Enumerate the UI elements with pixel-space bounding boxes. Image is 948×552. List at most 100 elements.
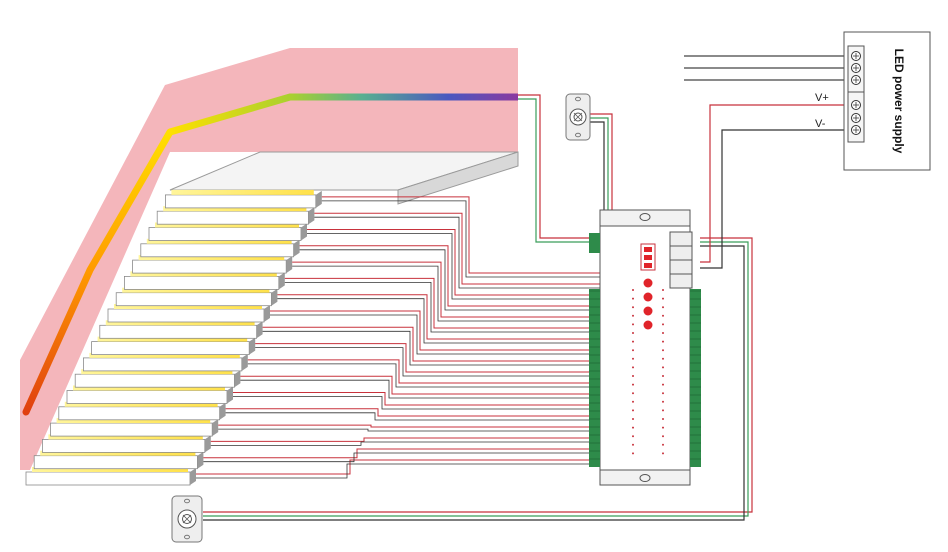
indicator-led: [662, 340, 664, 343]
stair-step-13: [124, 275, 280, 290]
indicator-led: [662, 306, 664, 309]
power-terminal-block: [669, 231, 693, 289]
indicator-led: [632, 452, 634, 455]
indicator-led: [662, 314, 664, 317]
right-output-terminal-strip: [690, 289, 701, 467]
stair-step-4: [50, 422, 213, 437]
step-wire-positive-18: [321, 196, 600, 274]
top-landing-edge: [397, 151, 519, 205]
indicator-led: [662, 375, 664, 377]
stair-step-12: [115, 292, 272, 307]
step-riser-11: [264, 305, 270, 322]
step-riser-7: [234, 370, 241, 388]
step-led-strip-18: [171, 189, 314, 195]
indicator-led: [662, 418, 664, 420]
step-wire-negative-6: [233, 396, 600, 410]
motion-sensor-bottom: [171, 495, 203, 543]
step-led-strip-6: [73, 385, 225, 391]
step-led-strip-9: [97, 336, 248, 342]
step-led-strip-10: [105, 320, 255, 326]
motion-sensor-top: [565, 93, 591, 141]
step-led-strip-1: [32, 467, 188, 472]
step-wire-negative-13: [284, 281, 600, 333]
indicator-led: [632, 426, 634, 429]
step-wire-negative-12: [277, 298, 600, 344]
stair-step-5: [58, 406, 221, 421]
stair-step-7: [74, 373, 235, 388]
indicator-led: [632, 289, 634, 291]
stair-step-1: [25, 471, 191, 486]
step-riser-14: [286, 256, 293, 274]
step-led-strip-12: [122, 287, 270, 293]
indicator-led: [662, 392, 664, 395]
left-input-terminal: [589, 233, 600, 253]
indicator-led: [632, 340, 634, 343]
indicator-led: [662, 452, 664, 455]
indicator-led: [632, 297, 634, 300]
stair-step-11: [107, 308, 265, 323]
indicator-led: [632, 443, 634, 446]
led-power-supply: LED power supply: [843, 31, 931, 171]
step-riser-18: [315, 190, 322, 208]
indicator-led: [662, 332, 664, 334]
indicator-led: [662, 435, 664, 438]
stair-steps: [25, 189, 322, 486]
indicator-led: [632, 383, 634, 386]
vminus-label: V-: [815, 118, 826, 130]
indicator-led: [662, 349, 664, 352]
indicator-led: [632, 349, 634, 352]
stair-step-8: [83, 357, 243, 372]
step-led-strip-14: [138, 255, 285, 261]
psu-screw-slot-4: [853, 102, 859, 108]
indicator-led: [662, 426, 664, 429]
indicator-led: [662, 366, 664, 369]
step-riser-6: [227, 386, 233, 404]
power-supply-label: LED power supply: [892, 49, 906, 154]
step-riser-2: [197, 451, 204, 469]
step-wire-negative-8: [247, 363, 600, 388]
step-wire-positive-4: [218, 424, 600, 428]
step-riser-17: [308, 207, 315, 225]
indicator-led: [662, 443, 664, 446]
step-wire-positive-8: [247, 359, 600, 384]
step-wire-positive-6: [233, 392, 600, 406]
wall-background: [20, 48, 518, 470]
indicator-led: [632, 400, 634, 403]
indicator-led: [662, 409, 664, 412]
indicator-led: [632, 323, 634, 326]
indicator-led: [632, 435, 634, 438]
step-led-strip-2: [40, 450, 196, 456]
stair-step-3: [42, 438, 206, 453]
stair-step-2: [33, 455, 198, 470]
step-wire-positive-5: [225, 408, 600, 417]
step-led-strip-15: [146, 238, 292, 244]
left-output-terminals: [589, 233, 600, 467]
ac-input-lines: [684, 55, 848, 81]
rgb-led-strip: [169, 93, 518, 136]
step-riser-9: [249, 337, 256, 355]
psu-screw-slot-3: [853, 77, 859, 83]
stair-step-15: [140, 243, 295, 258]
step-riser-13: [278, 272, 285, 290]
psu-screw-slot-2: [853, 65, 859, 71]
step-wire-positive-13: [284, 277, 600, 329]
step-wire-positive-14: [292, 261, 600, 318]
step-wire-negative-9: [255, 347, 600, 377]
psu-screw-slot-6: [853, 127, 859, 133]
step-wire-negative-10: [262, 330, 600, 366]
step-riser-4: [212, 419, 219, 437]
step-wire-positive-11: [270, 310, 600, 351]
psu-screw-slot-5: [853, 115, 859, 121]
step-led-strip-17: [163, 206, 307, 212]
indicator-led: [632, 418, 634, 420]
stair-step-14: [132, 259, 287, 274]
indicator-led: [662, 383, 664, 386]
indicator-led: [662, 289, 664, 291]
control-buttons: [643, 278, 653, 330]
step-wire-positive-17: [314, 212, 600, 285]
step-wire-negative-3: [210, 441, 600, 446]
indicator-led: [632, 314, 634, 317]
step-wire-negative-2: [203, 452, 600, 463]
